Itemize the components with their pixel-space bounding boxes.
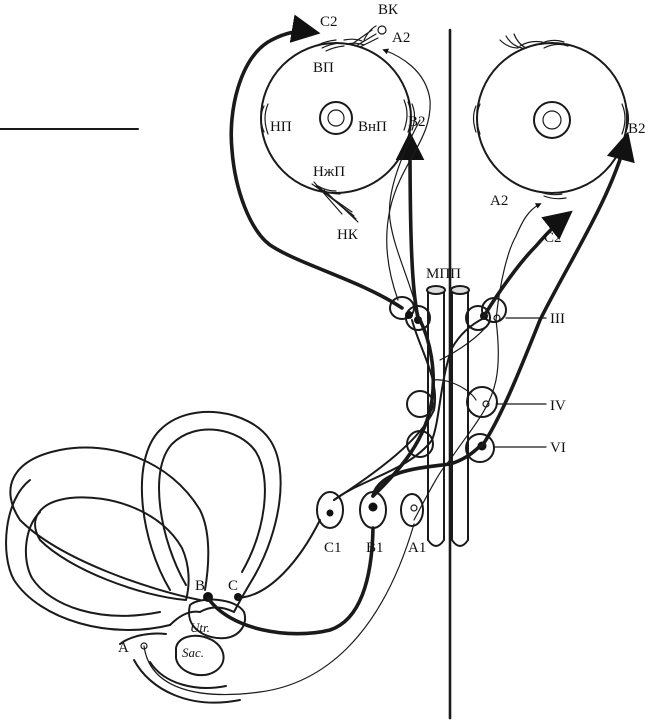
right-eye-iris <box>533 101 571 139</box>
label-mpp: МПП <box>426 266 461 282</box>
a1-projection <box>413 319 499 521</box>
label-utr: Utr. <box>190 620 210 635</box>
label-a2-right: А2 <box>490 193 508 209</box>
utricle-outline <box>188 598 246 640</box>
right-a2-path <box>495 203 542 321</box>
right-eye-medial-insertion <box>472 103 481 135</box>
label-a: А <box>118 640 129 656</box>
label-nk: НК <box>337 227 359 243</box>
label-nzhp: НжП <box>313 164 345 180</box>
label-c: С <box>228 578 238 594</box>
label-vnp: ВнП <box>358 119 387 135</box>
mlf-bundle <box>426 285 470 547</box>
label-c2-left: С2 <box>320 14 338 30</box>
right-eye <box>472 33 630 200</box>
label-c1: С1 <box>324 540 342 556</box>
vestibular-nuclei <box>316 491 424 529</box>
b1-to-abducens <box>371 444 482 498</box>
b-afferent-path <box>206 526 375 636</box>
label-a2-left: А2 <box>392 30 410 46</box>
b1-to-left-oculomotor <box>371 318 436 498</box>
c-afferent-path <box>237 519 321 599</box>
label-vk: ВК <box>378 2 399 18</box>
label-iii: III <box>550 311 565 327</box>
left-superior-oblique-tendon <box>351 25 379 48</box>
left-eye <box>260 25 416 223</box>
label-iv: IV <box>550 398 566 414</box>
left-eye-medial-rectus-insertion <box>403 99 416 133</box>
label-b2-left: В2 <box>408 114 426 130</box>
label-vp: ВП <box>313 60 334 76</box>
labyrinth <box>5 410 282 704</box>
label-b1: В1 <box>366 540 384 556</box>
label-vi: VI <box>550 440 566 456</box>
label-c2-right: С2 <box>544 230 562 246</box>
saccule-outline <box>175 634 225 677</box>
left-eye-superior-rectus-insertion <box>317 38 365 52</box>
label-a1: А1 <box>408 540 426 556</box>
label-np: НП <box>270 119 292 135</box>
right-eye-inferior-insertion <box>539 191 567 200</box>
left-ik-loop <box>382 48 431 301</box>
abducens-to-right-b2 <box>480 131 635 448</box>
c1-projection <box>333 317 485 501</box>
a-afferent-path <box>143 523 415 696</box>
left-eye-lateral-rectus-insertion <box>260 103 269 135</box>
right-eye-lateral-insertion <box>621 103 630 135</box>
label-sac: Sac. <box>182 645 204 660</box>
right-c2-path <box>482 210 573 318</box>
left-c2-loop <box>229 14 404 310</box>
left-eye-iris <box>319 101 353 135</box>
left-inferior-oblique-fan <box>311 181 359 223</box>
label-b: В <box>195 578 205 594</box>
label-b2-right: В2 <box>628 121 646 137</box>
